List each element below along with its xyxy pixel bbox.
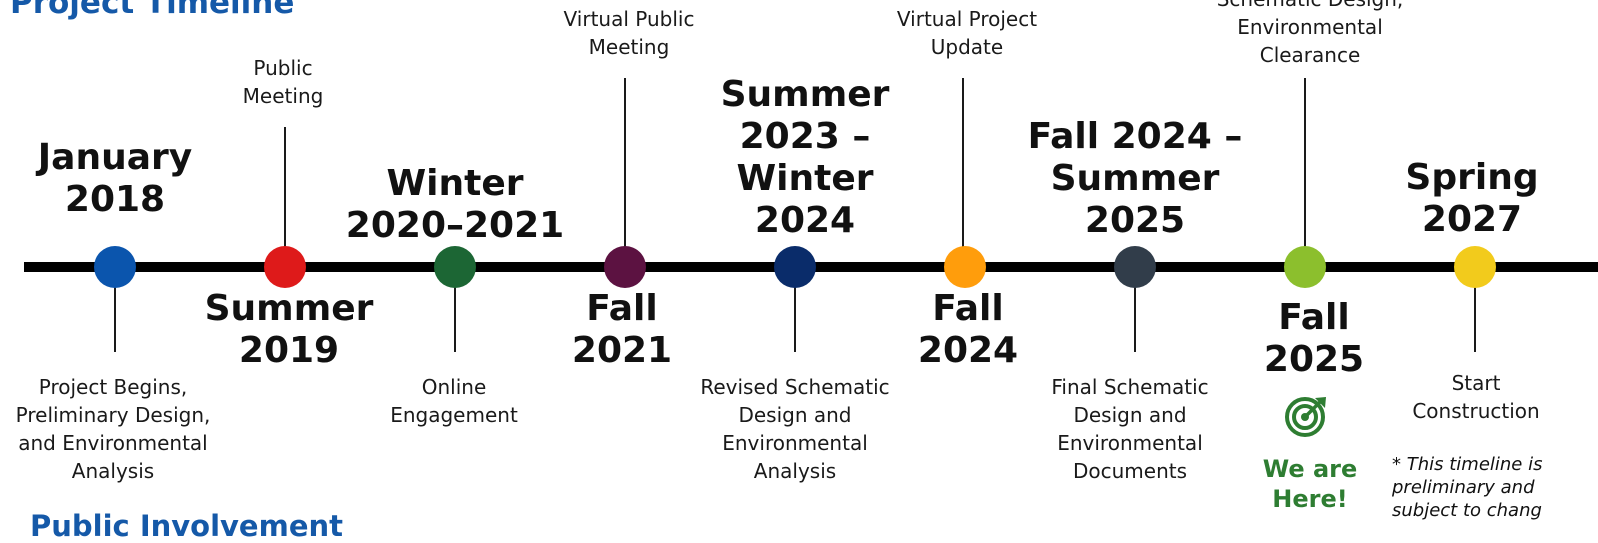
milestone-dot-current bbox=[1284, 246, 1326, 288]
connector-line bbox=[284, 127, 286, 267]
milestone-date: Summer 2023 – Winter 2024 bbox=[720, 74, 890, 241]
milestone-dot bbox=[604, 246, 646, 288]
milestone-description: Public Meeting bbox=[242, 56, 324, 108]
connector-line bbox=[1474, 270, 1476, 352]
milestone-description: Revised Schematic Design and Environment… bbox=[700, 375, 890, 483]
milestone-description: Final Schematic Design and Environmental… bbox=[1051, 375, 1209, 483]
page-title: Project Timeline bbox=[10, 0, 295, 21]
milestone-dot bbox=[774, 246, 816, 288]
milestone-dot bbox=[1114, 246, 1156, 288]
milestone-date: Spring 2027 bbox=[1405, 157, 1539, 240]
milestone-dot bbox=[434, 246, 476, 288]
we-are-here-label: We are Here! bbox=[1262, 455, 1358, 513]
milestone-date: Fall 2021 bbox=[571, 288, 673, 371]
milestone-date: Fall 2024 bbox=[917, 288, 1019, 371]
timeline-footnote: * This timeline is preliminary and subje… bbox=[1392, 454, 1543, 521]
milestone-description: Start Construction bbox=[1412, 371, 1540, 423]
connector-line bbox=[114, 270, 116, 352]
milestone-description: Virtual Public Meeting bbox=[563, 7, 695, 59]
milestone-dot bbox=[944, 246, 986, 288]
milestone-date: January 2018 bbox=[37, 137, 193, 220]
connector-line bbox=[454, 270, 456, 352]
milestone-description: Schematic Design, Environmental Clearanc… bbox=[1217, 0, 1404, 67]
target-icon bbox=[1285, 397, 1326, 437]
milestone-date: Winter 2020–2021 bbox=[345, 163, 565, 246]
milestone-dot bbox=[94, 246, 136, 288]
milestone-dot bbox=[264, 246, 306, 288]
connector-line bbox=[794, 270, 796, 352]
milestone-date: Summer 2019 bbox=[204, 288, 374, 371]
section-heading-public-involvement: Public Involvement bbox=[30, 509, 343, 543]
connector-line bbox=[624, 78, 626, 268]
connector-line bbox=[1304, 78, 1306, 268]
milestone-date: Fall 2024 – Summer 2025 bbox=[1027, 116, 1243, 241]
milestone-description: Online Engagement bbox=[390, 375, 518, 427]
milestone-description: Project Begins, Preliminary Design, and … bbox=[15, 375, 211, 483]
milestone-description: Virtual Project Update bbox=[896, 7, 1038, 59]
connector-line bbox=[1134, 270, 1136, 352]
milestone-dot bbox=[1454, 246, 1496, 288]
connector-line bbox=[962, 78, 964, 268]
milestone-date: Fall 2025 bbox=[1263, 297, 1365, 380]
